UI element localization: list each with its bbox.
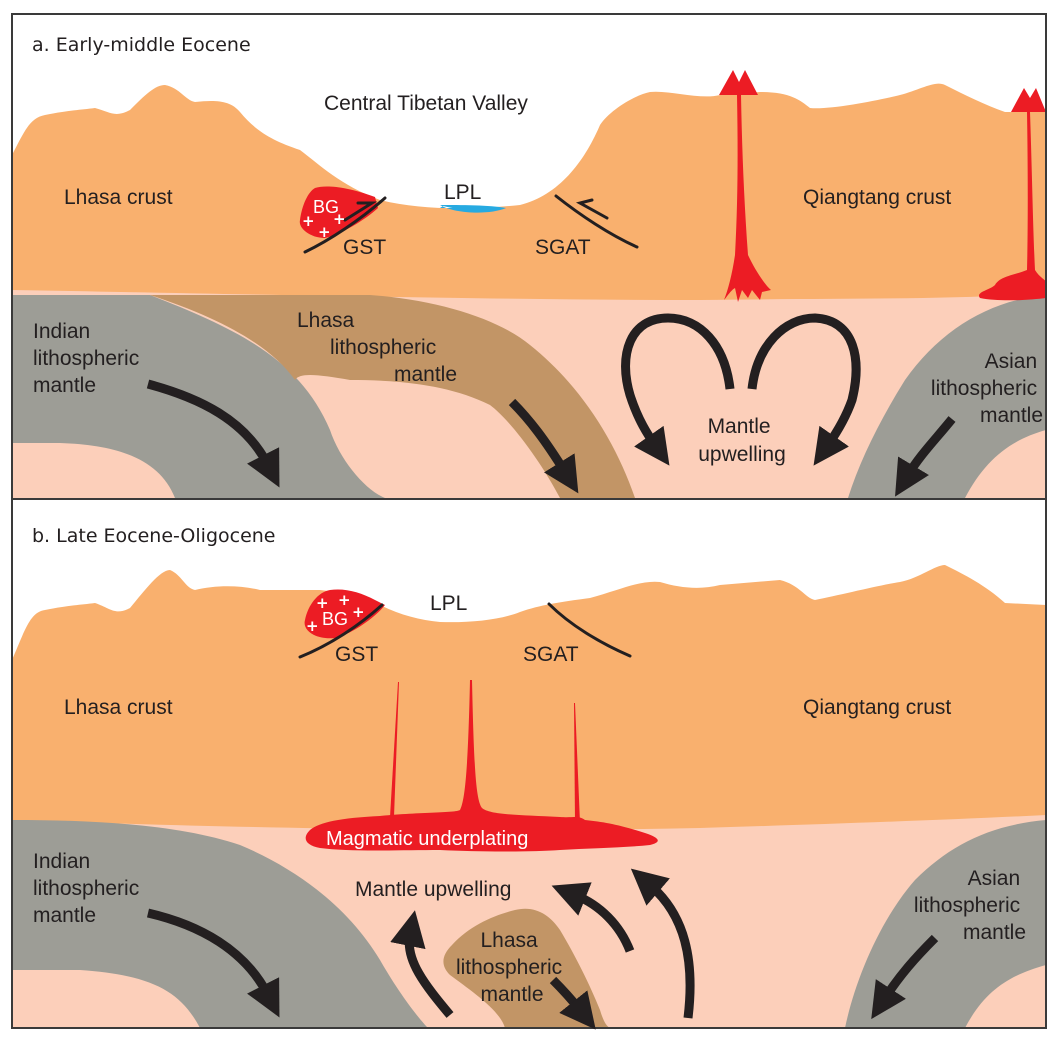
lhasa-mantle-arrow-b	[549, 976, 596, 1030]
qiangtang-crust-label: Qiangtang crust	[803, 696, 951, 719]
crust-layer	[12, 83, 1046, 300]
gst-fault-line-a	[303, 196, 387, 254]
lake-lpl	[440, 205, 506, 213]
bg-label: BG	[322, 609, 348, 629]
magmatic-underplating	[305, 680, 658, 852]
gst-label: GST	[335, 643, 378, 666]
panel-b-title: b. Late Eocene-Oligocene	[32, 525, 276, 547]
qiangtang-crust-label: Qiangtang crust	[803, 186, 951, 209]
granite-plus-icon: +	[316, 594, 329, 612]
asian-mantle-label: Asian lithospheric mantle	[931, 350, 1043, 427]
gst-label: GST	[343, 236, 386, 259]
lpl-label: LPL	[444, 181, 481, 204]
sgat-label: SGAT	[535, 236, 591, 259]
sgat-fault-line-a	[554, 194, 639, 249]
upwelling-arrow-3-b	[630, 868, 695, 1019]
volcanic-conduit-center	[719, 70, 771, 302]
sgat-shear-arrow-a	[575, 198, 609, 220]
granite-plus-icon: +	[352, 603, 365, 621]
lhasa-mantle-label: Lhasa lithospheric mantle	[456, 929, 568, 1006]
granite-plus-icon: +	[302, 212, 315, 230]
indian-lithospheric-mantle	[12, 820, 428, 1028]
indian-mantle-label: Indian lithospheric mantle	[33, 320, 145, 397]
lhasa-crust-label: Lhasa crust	[64, 696, 173, 719]
sgat-fault-line-b	[547, 602, 632, 658]
granite-plus-icon: +	[338, 591, 351, 609]
lhasa-crust-label: Lhasa crust	[64, 186, 173, 209]
gst-shear-arrow-a	[343, 201, 378, 222]
lhasa-mantle-subduction-arrow-a	[508, 398, 579, 494]
gst-fault-line-b	[298, 603, 384, 659]
granite-plus-icon: +	[318, 223, 331, 241]
granite-plus-icon: +	[306, 617, 319, 635]
indian-lithospheric-mantle	[12, 295, 385, 498]
central-tibetan-valley-label: Central Tibetan Valley	[324, 92, 528, 115]
volcanic-conduit-right	[978, 88, 1046, 301]
bg-label: BG	[313, 197, 339, 217]
bg-granite-body	[304, 589, 385, 639]
crust-layer	[12, 565, 1046, 830]
lpl-label: LPL	[430, 592, 467, 615]
mantle-upwelling-label: Mantle upwelling	[355, 878, 511, 901]
asian-lithospheric-mantle	[848, 295, 1046, 498]
asian-mantle-label: Asian lithospheric mantle	[914, 867, 1026, 944]
asian-mantle-subduction-arrow-a	[895, 416, 956, 497]
upwelling-arrow-1-b	[390, 910, 454, 1018]
indian-mantle-subduction-arrow-b	[146, 908, 280, 1018]
bg-granite-body	[299, 186, 378, 238]
lhasa-mantle-label: Lhasa lithospheric mantle	[297, 309, 457, 386]
upwelling-arrow-2-b	[551, 882, 635, 953]
panel-a-title: a. Early-middle Eocene	[32, 34, 251, 56]
convection-arrow-right-a	[747, 313, 861, 466]
indian-mantle-subduction-arrow-a	[146, 379, 280, 488]
convection-arrow-left-a	[621, 313, 735, 466]
panel-a	[12, 14, 1046, 498]
lhasa-lithospheric-mantle	[150, 295, 635, 498]
figure-border	[11, 13, 1047, 1029]
magma-dike-right	[574, 703, 580, 823]
indian-mantle-label: Indian lithospheric mantle	[33, 850, 145, 927]
magma-dike-left	[390, 682, 399, 817]
asian-mantle-subduction-arrow-b	[871, 934, 939, 1020]
mantle-upwelling-label: Mantle upwelling	[698, 415, 786, 466]
sgat-label: SGAT	[523, 643, 579, 666]
magmatic-underplating-label: Magmatic underplating	[326, 828, 528, 850]
granite-plus-icon: +	[333, 210, 346, 228]
